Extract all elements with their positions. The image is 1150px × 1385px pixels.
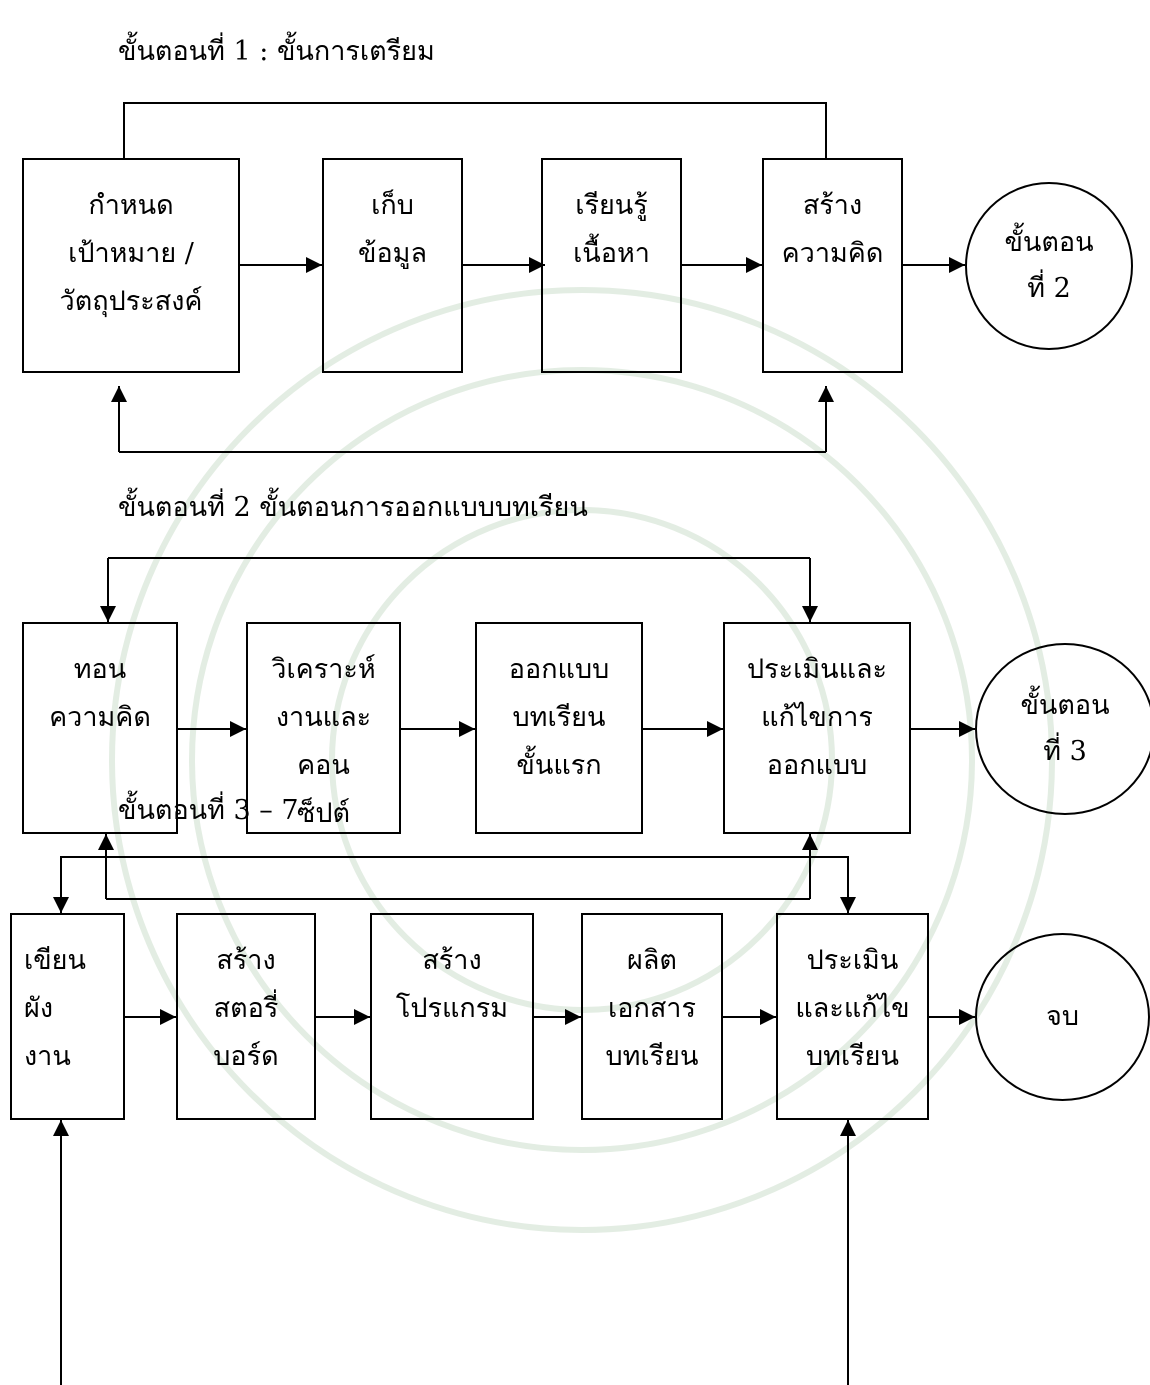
s3-box1-line3: งาน (24, 1041, 71, 1072)
s1-box3-line2: เนื้อหา (573, 238, 650, 269)
s2-end-line2: ที่ 3 (1043, 736, 1087, 767)
s3-box2-line3: บอร์ด (213, 1041, 279, 1072)
s2-box3-line3: ขั้นแรก (516, 750, 602, 781)
section2-title: ขั้นตอนที่ 2 ขั้นตอนการออกแบบบทเรียน (118, 492, 588, 523)
s3-box5-line2: และแก้ไข (795, 993, 910, 1024)
s2-box-evaluate-design: ประเมินและ แก้ไขการ ออกแบบ (723, 622, 911, 834)
s3-box4-line3: บทเรียน (605, 1041, 699, 1072)
s2-box-refine-ideas: ทอน ความคิด (22, 622, 178, 834)
s2-box-analyze-tasks: วิเคราะห์ งานและ คอน ซ็ปต์ (246, 622, 401, 834)
s1-box1-line2: เป้าหมาย / (68, 238, 194, 269)
s3-box4-line2: เอกสาร (608, 993, 696, 1024)
s2-box-initial-design: ออกแบบ บทเรียน ขั้นแรก (475, 622, 643, 834)
s1-box-create-ideas: สร้าง ความคิด (762, 158, 903, 373)
s3-box2-line2: สตอรี่ (213, 993, 279, 1024)
s2-box2-line3: คอน (297, 750, 350, 781)
s1-box-collect-data: เก็บ ข้อมูล (322, 158, 463, 373)
s3-box3-line2: โปรแกรม (395, 993, 509, 1024)
s1-end-circle: ขั้นตอน ที่ 2 (965, 182, 1133, 350)
s1-top-loop (123, 102, 827, 158)
s3-box-write-flowchart: เขียน ผัง งาน (10, 913, 125, 1120)
s2-box3-line1: ออกแบบ (508, 654, 610, 685)
s3-box1-line2: ผัง (24, 993, 54, 1024)
s3-box-evaluate-lesson: ประเมิน และแก้ไข บทเรียน (776, 913, 929, 1120)
s1-box4-line2: ความคิด (781, 238, 884, 269)
s1-end-line1: ขั้นตอน (1004, 227, 1094, 258)
s2-box1-line2: ความคิด (49, 702, 151, 733)
s3-box-create-program: สร้าง โปรแกรม (370, 913, 534, 1120)
s2-end-line1: ขั้นตอน (1020, 690, 1110, 721)
s1-box4-line1: สร้าง (802, 190, 863, 221)
s2-end-circle: ขั้นตอน ที่ 3 (975, 643, 1150, 815)
s1-box2-line1: เก็บ (371, 190, 414, 221)
s1-box1-line3: วัตถุประสงค์ (59, 286, 203, 317)
s2-box4-line2: แก้ไขการ (761, 702, 873, 733)
s1-end-line2: ที่ 2 (1027, 273, 1071, 304)
s3-box-produce-documents: ผลิต เอกสาร บทเรียน (581, 913, 723, 1120)
s3-box1-line1: เขียน (24, 945, 86, 976)
s2-box2-line2: งานและ (275, 702, 372, 733)
s2-box2-line4: ซ็ปต์ (297, 798, 350, 829)
s3-box2-line1: สร้าง (216, 945, 276, 976)
s3-end-line1: จบ (1046, 1001, 1079, 1032)
section3-title: ขั้นตอนที่ 3 – 7 (118, 795, 299, 826)
s2-box2-line1: วิเคราะห์ (271, 654, 376, 685)
s2-box1-line1: ทอน (73, 654, 127, 685)
s2-box3-line2: บทเรียน (512, 702, 606, 733)
s2-box4-line1: ประเมินและ (746, 654, 888, 685)
s2-box4-line3: ออกแบบ (766, 750, 868, 781)
s3-box-create-storyboard: สร้าง สตอรี่ บอร์ด (176, 913, 316, 1120)
s3-box3-line1: สร้าง (422, 945, 482, 976)
s3-box5-line1: ประเมิน (806, 945, 899, 976)
s1-box-learn-content: เรียนรู้ เนื้อหา (541, 158, 682, 373)
s1-box2-line2: ข้อมูล (357, 238, 428, 269)
s1-box-set-goals: กำหนด เป้าหมาย / วัตถุประสงค์ (22, 158, 240, 373)
s3-box5-line3: บทเรียน (806, 1041, 899, 1072)
section1-title: ขั้นตอนที่ 1 : ขั้นการเตรียม (118, 36, 435, 67)
s1-box3-line1: เรียนรู้ (575, 190, 648, 221)
s3-box4-line1: ผลิต (627, 945, 677, 976)
s1-box1-line1: กำหนด (88, 190, 174, 221)
s3-end-circle: จบ (975, 933, 1150, 1101)
s3-top-loop (60, 856, 849, 905)
